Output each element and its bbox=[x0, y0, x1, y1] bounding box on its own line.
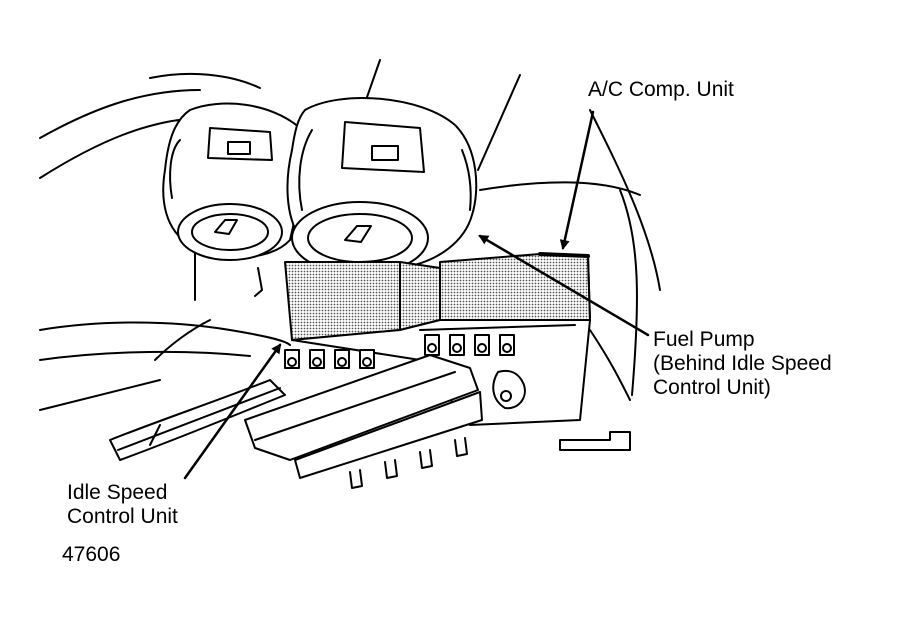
fuel-pump-label: Fuel Pump (Behind Idle Speed Control Uni… bbox=[653, 328, 832, 400]
fuel-pump-label-line3: Control Unit) bbox=[653, 376, 771, 399]
idle-speed-arrow bbox=[183, 343, 282, 480]
ac-comp-unit-body bbox=[439, 252, 591, 331]
ac-comp-arrow bbox=[559, 110, 595, 250]
figure-number: 47606 bbox=[62, 543, 121, 566]
idle-speed-label-line1: Idle Speed bbox=[67, 481, 168, 504]
connector-plug bbox=[244, 354, 483, 489]
idle-speed-label: Idle Speed Control Unit bbox=[67, 481, 178, 529]
idle-speed-label-line2: Control Unit bbox=[67, 505, 178, 528]
fuel-pump-arrow bbox=[478, 234, 650, 337]
right-canister bbox=[286, 97, 478, 275]
fuel-pump-label-line2: (Behind Idle Speed bbox=[653, 352, 832, 375]
background-hoses bbox=[39, 59, 661, 411]
small-wire bbox=[254, 267, 263, 297]
bracket bbox=[559, 431, 631, 451]
left-canister bbox=[162, 102, 311, 261]
fuel-pump-label-line1: Fuel Pump bbox=[653, 328, 755, 351]
ac-comp-unit-label: A/C Comp. Unit bbox=[588, 78, 734, 101]
idle-speed-control-unit-body bbox=[284, 261, 441, 341]
